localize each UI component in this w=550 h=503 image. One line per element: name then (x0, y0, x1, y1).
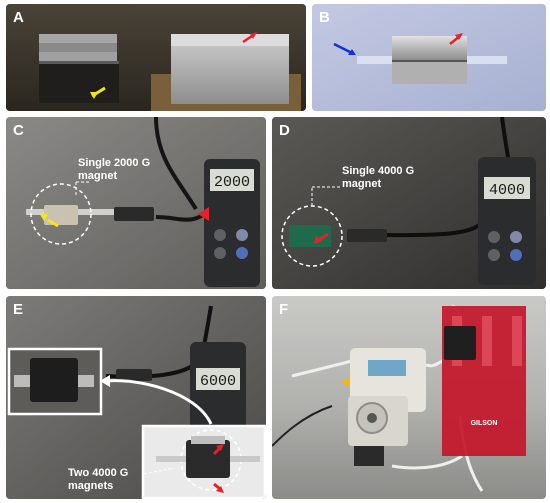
meter-button (510, 231, 522, 243)
meter-display (484, 177, 530, 199)
zoom-arrow-icon (105, 379, 213, 425)
panel-b: B (312, 4, 546, 111)
meter-button (236, 229, 248, 241)
panel-f: GILSON F (272, 296, 546, 499)
meter-button (236, 247, 248, 259)
panel-label: C (13, 122, 24, 139)
panel-label: D (279, 122, 290, 139)
panel-label: F (279, 301, 289, 318)
probe-connector (347, 229, 387, 242)
probe-connector (114, 207, 154, 221)
probe-cable (154, 117, 198, 211)
cabinet-label: GILSON (471, 420, 498, 427)
blue-arrow-icon (333, 42, 353, 55)
amber-triangle-icon (340, 377, 350, 387)
red-triangle-icon (198, 207, 209, 221)
panel-c-photo: 2000 (6, 117, 266, 289)
meter-display (196, 368, 240, 390)
panel-label: A (13, 9, 24, 26)
gaussmeter (478, 157, 536, 285)
magnet-2000g (44, 205, 78, 225)
meter-button (214, 247, 226, 259)
magnet-housing (30, 358, 78, 402)
meter-reading: 2000 (214, 174, 250, 191)
magnet-bottom (392, 62, 467, 84)
panel-a-photo (6, 4, 306, 111)
meter-button (510, 249, 522, 261)
meter-button (488, 231, 500, 243)
meter-button (488, 249, 500, 261)
panel-d-photo: 4000 (272, 117, 546, 289)
yellow-arrow-icon (47, 218, 59, 228)
meter-reading: 4000 (489, 182, 525, 199)
panel-e-photo: 6000 (6, 296, 266, 499)
panel-c: 2000 C Single 2000 G magnet (6, 117, 266, 289)
panel-e: 6000 E Two 4000 G magnets (6, 296, 266, 499)
panel-c-caption: Single 2000 G magnet (78, 157, 151, 182)
panel-e-caption: Two 4000 G magnets (68, 467, 129, 492)
panel-label: E (13, 301, 24, 318)
magnet-pair (186, 440, 230, 478)
panel-d-caption: Single 4000 G magnet (342, 165, 415, 190)
panel-d: 4000 D Single 4000 G magnet (272, 117, 546, 289)
pump-display (368, 360, 406, 376)
panel-b-photo (312, 4, 546, 111)
highlight-circle (30, 183, 92, 245)
magnet-stack (39, 34, 119, 103)
panel-a: A (6, 4, 306, 111)
meter-button (214, 229, 226, 241)
meter-display (210, 169, 254, 191)
meter-reading: 6000 (200, 373, 236, 390)
panel-label: B (319, 9, 330, 26)
panel-f-photo: GILSON (272, 296, 546, 499)
magnet-housing (444, 326, 476, 360)
